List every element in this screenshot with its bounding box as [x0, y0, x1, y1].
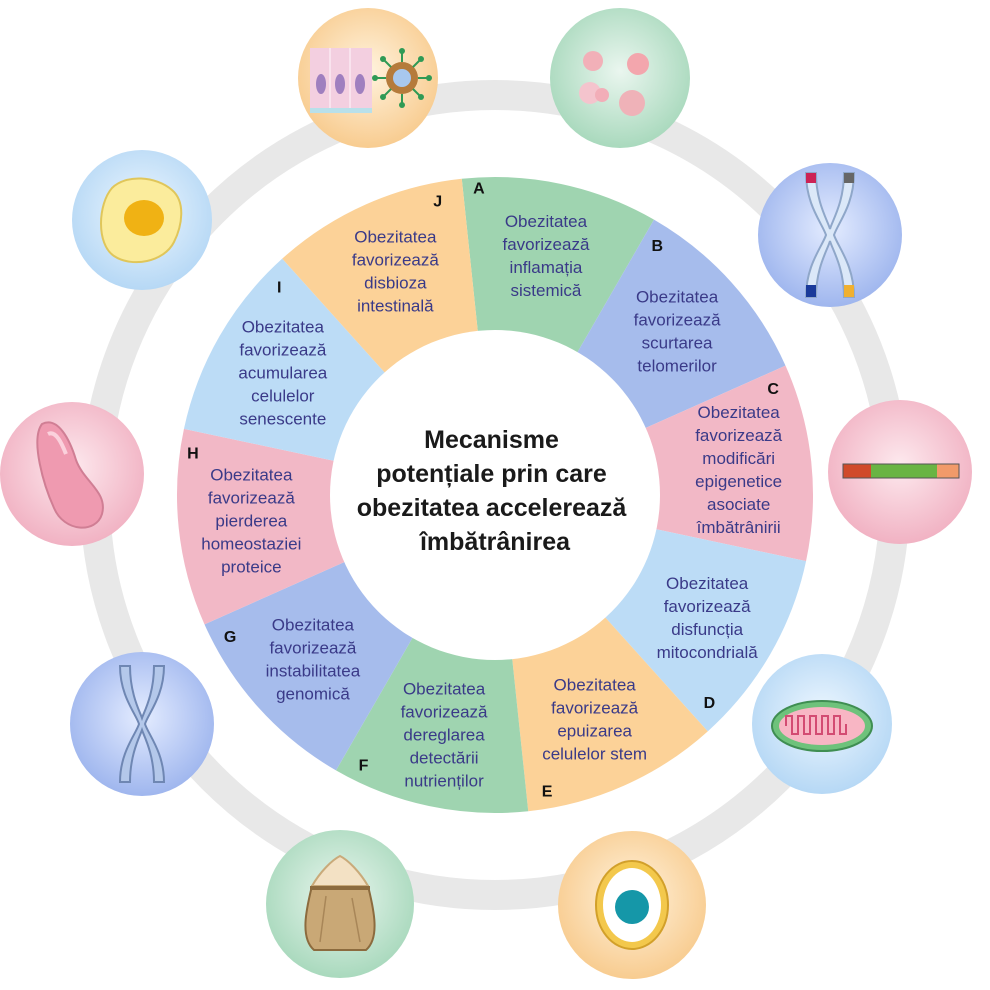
segment-letter-h: H [187, 446, 199, 463]
segment-label-line: favorizează [634, 311, 721, 330]
segment-label-line: favorizează [695, 426, 782, 445]
segment-c [642, 365, 813, 562]
segment-label-line: Obezitatea [354, 228, 437, 247]
segment-a [461, 177, 654, 355]
segment-label-line: favorizează [239, 341, 326, 360]
segment-label-line: detectării [410, 749, 479, 768]
segment-label-line: favorizează [502, 235, 589, 254]
segment-letter-d: D [704, 695, 716, 712]
title-line: obezitatea accelerează [357, 494, 628, 522]
segment-letter-f: F [359, 758, 369, 775]
segment-i [183, 258, 387, 462]
segment-e [511, 615, 708, 812]
segment-letter-a: A [473, 180, 485, 197]
segment-letter-j: J [433, 194, 442, 211]
segment-d-label: Obezitatea favorizează disfuncția mitocondr… [657, 574, 759, 662]
icon-ring [0, 8, 972, 979]
segment-label-line: pierderea [215, 512, 287, 531]
segment-label-line: favorizează [401, 703, 488, 722]
segment-label-line: Obezitatea [636, 288, 719, 307]
inflammation-cells-icon [550, 8, 690, 148]
chromosome-icon [70, 652, 214, 796]
segment-label-line: Obezitatea [698, 403, 781, 422]
segment-label-line: favorizează [208, 489, 295, 508]
title-line: îmbătrânirea [418, 528, 571, 556]
segment-label-line: Obezitatea [403, 680, 486, 699]
segment-label-line: modificări [702, 449, 775, 468]
segment-label-line: intestinală [357, 297, 434, 316]
segment-label-line: epuizarea [557, 721, 632, 740]
segment-label-line: îmbătrânirii [696, 518, 781, 537]
segment-i-label: Obezitatea favorizează acumularea celulelor… [238, 318, 327, 429]
segment-e-label: Obezitatea favorizează epuizarea celulelor … [542, 675, 647, 763]
segment-label-line: celulelor stem [542, 744, 647, 763]
chromosome-telomeres-icon [758, 163, 902, 307]
segment-label-line: epigenetice [695, 472, 782, 491]
segment-j-label: Obezitatea favorizează disbioza intestinală [352, 228, 439, 316]
segment-label-line: instabilitatea [266, 661, 361, 680]
title-line: potențiale prin care [376, 460, 607, 488]
segment-label-line: favorizează [352, 251, 439, 270]
segment-label-line: asociate [707, 495, 770, 514]
segment-label-line: disfuncția [671, 620, 743, 639]
segment-label-line: proteice [221, 558, 281, 577]
segment-wheel: Obezitatea favorizează inflamația sistemică… [177, 177, 813, 813]
segment-letter-g: G [224, 629, 236, 646]
epigenetic-marker-bar-icon [828, 400, 972, 544]
segment-label-line: celulelor [251, 387, 315, 406]
segment-g [204, 560, 414, 771]
protein-blob-icon [0, 402, 144, 546]
segment-label-line: telomerilor [637, 357, 717, 376]
segment-c-label: Obezitatea favorizează modificări epigeneti… [695, 403, 782, 537]
segment-label-line: Obezitatea [242, 318, 325, 337]
segment-d [603, 528, 807, 732]
gut-microbiome-icon [298, 8, 438, 148]
segment-label-line: Obezitatea [666, 574, 749, 593]
segment-label-line: Obezitatea [210, 466, 293, 485]
segment-f [336, 635, 529, 813]
segment-b-label: Obezitatea favorizează scurtarea telomerilo… [634, 288, 721, 376]
stem-cell-icon [558, 831, 706, 979]
segment-g-label: Obezitatea favorizează instabilitatea genom… [266, 615, 361, 703]
segment-label-line: dereglarea [403, 726, 485, 745]
title-line: Mecanisme [424, 426, 559, 454]
segment-label-line: scurtarea [642, 334, 713, 353]
segment-label-line: Obezitatea [505, 212, 588, 231]
segment-label-line: nutrienților [404, 772, 484, 791]
segment-f-label: Obezitatea favorizează dereglarea detectări… [401, 680, 488, 791]
segment-label-line: acumularea [238, 364, 327, 383]
senescent-cell-icon [72, 150, 212, 290]
segment-label-line: disbioza [364, 274, 427, 293]
segment-label-line: favorizează [269, 638, 356, 657]
nutrient-sack-icon [266, 830, 414, 978]
segment-letter-b: B [652, 238, 664, 255]
segment-letter-c: C [767, 381, 779, 398]
segment-b [576, 219, 786, 430]
segment-label-line: favorizează [664, 597, 751, 616]
segment-label-line: senescente [239, 410, 326, 429]
segment-letter-e: E [542, 783, 553, 800]
segment-label-line: homeostaziei [201, 535, 301, 554]
segment-label-line: Obezitatea [554, 675, 637, 694]
center-disc [330, 330, 660, 660]
segment-label-line: sistemică [511, 281, 582, 300]
segment-label-line: genomică [276, 684, 350, 703]
segment-a-label: Obezitatea favorizează inflamația sistemică [502, 212, 589, 300]
segment-label-line: favorizează [551, 698, 638, 717]
segment-label-line: Obezitatea [272, 615, 355, 634]
segment-j [282, 178, 479, 375]
segment-letter-i: I [277, 280, 281, 297]
center-title: Mecanisme potențiale prin care obezitate… [357, 426, 634, 556]
mitochondrion-icon [752, 654, 892, 794]
segment-label-line: inflamația [510, 258, 583, 277]
segment-h [177, 428, 348, 625]
segment-label-line: mitocondrială [657, 643, 759, 662]
segment-h-label: Obezitatea favorizează pierderea homeostazi… [201, 466, 301, 577]
